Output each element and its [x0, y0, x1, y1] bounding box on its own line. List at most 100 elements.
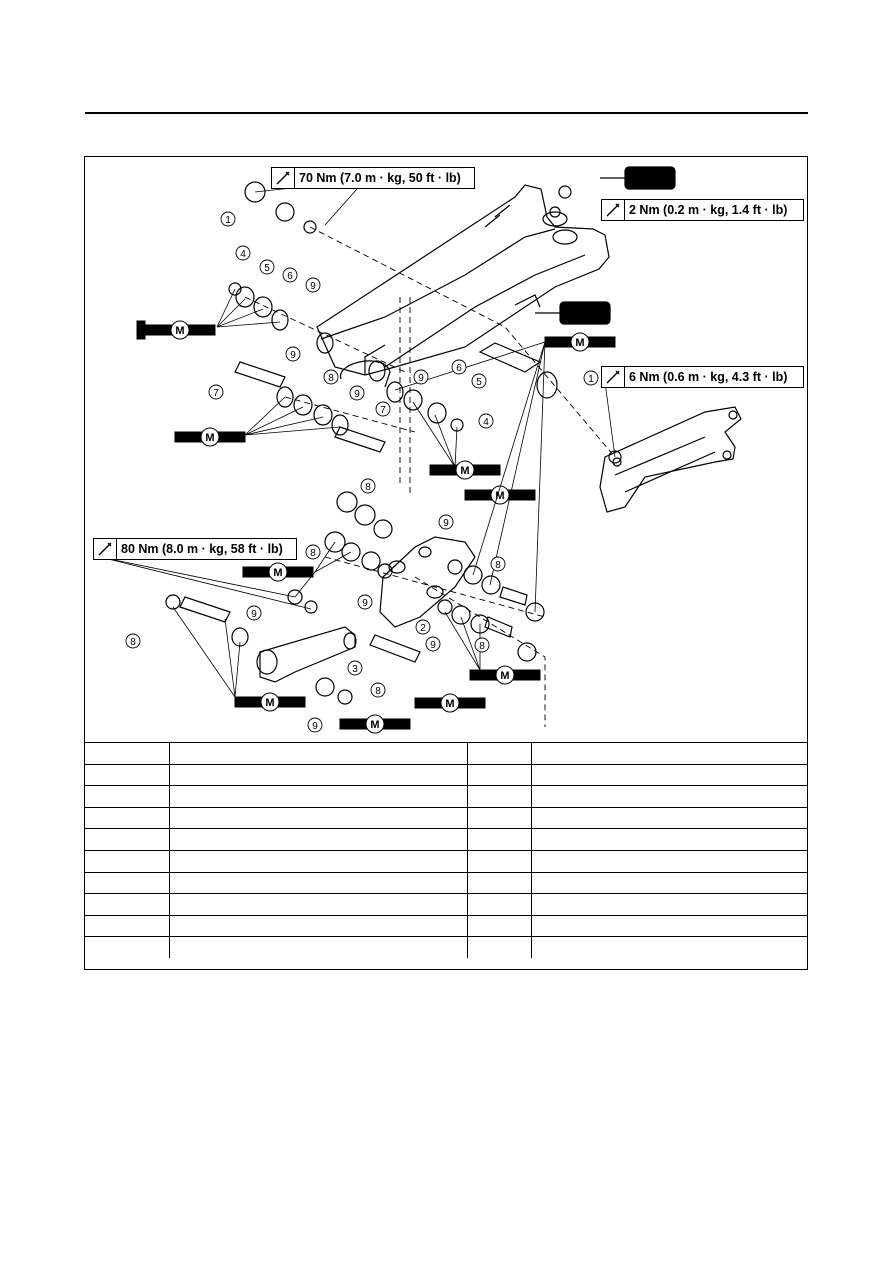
table-cell	[85, 849, 170, 873]
table-row	[85, 828, 807, 851]
table-cell	[168, 849, 468, 873]
svg-text:8: 8	[495, 560, 501, 571]
table-cell	[466, 871, 532, 895]
svg-text:4: 4	[483, 417, 489, 428]
callout-1: 1	[225, 215, 231, 226]
table-row	[85, 806, 807, 830]
svg-text:9: 9	[430, 640, 436, 651]
table-cell	[168, 871, 468, 895]
svg-text:9: 9	[362, 598, 368, 609]
table-cell	[466, 785, 532, 808]
torque-label-70nm: 70 Nm (7.0 m · kg, 50 ft · lb)	[271, 167, 475, 189]
torque-value: 80 Nm (8.0 m · kg, 58 ft · lb)	[121, 542, 283, 556]
swingarm-exploded-diagram: M M M M M M M	[99, 166, 742, 734]
table-cell	[168, 742, 468, 765]
svg-text:M: M	[370, 719, 379, 731]
table-cell	[85, 785, 170, 808]
table-cell	[168, 785, 468, 808]
svg-text:9: 9	[354, 389, 360, 400]
torque-label-80nm: 80 Nm (8.0 m · kg, 58 ft · lb)	[93, 538, 297, 560]
svg-text:8: 8	[328, 373, 334, 384]
grease-symbols: M M M M M M M	[136, 320, 616, 734]
table-cell	[466, 742, 532, 765]
torque-value: 6 Nm (0.6 m · kg, 4.3 ft · lb)	[629, 370, 788, 384]
table-row	[85, 763, 807, 787]
torque-label-6nm: 6 Nm (0.6 m · kg, 4.3 ft · lb)	[601, 366, 804, 388]
table-cell	[530, 828, 807, 851]
table-cell	[168, 914, 468, 938]
svg-text:7: 7	[380, 405, 386, 416]
svg-text:9: 9	[251, 609, 257, 620]
svg-text:9: 9	[418, 373, 424, 384]
torque-wrench-icon	[602, 200, 625, 220]
svg-text:9: 9	[310, 281, 316, 292]
svg-text:M: M	[495, 490, 504, 502]
svg-text:M: M	[175, 325, 184, 337]
table-cell	[530, 785, 807, 808]
table-cell	[85, 936, 170, 959]
svg-text:2: 2	[420, 623, 426, 634]
connecting-rod	[256, 626, 357, 683]
torque-label-2nm: 2 Nm (0.2 m · kg, 1.4 ft · lb)	[601, 199, 804, 221]
svg-text:3: 3	[352, 664, 358, 675]
table-cell	[85, 828, 170, 851]
svg-text:8: 8	[365, 482, 371, 493]
torque-wrench-icon	[272, 168, 295, 188]
torque-wrench-icon	[94, 539, 117, 559]
table-cell	[530, 742, 807, 765]
torque-value: 2 Nm (0.2 m · kg, 1.4 ft · lb)	[629, 203, 788, 217]
svg-text:M: M	[575, 337, 584, 349]
table-cell	[530, 936, 807, 959]
svg-text:9: 9	[443, 518, 449, 529]
svg-text:M: M	[500, 670, 509, 682]
table-cell	[466, 936, 532, 959]
table-row	[85, 785, 807, 808]
parts-table	[85, 742, 807, 959]
svg-text:8: 8	[375, 686, 381, 697]
svg-text:M: M	[445, 698, 454, 710]
header-rule	[85, 112, 808, 114]
table-cell	[530, 914, 807, 938]
table-cell	[530, 893, 807, 916]
svg-text:1: 1	[588, 374, 594, 385]
figure-frame	[84, 156, 808, 970]
leader-lines	[99, 179, 616, 698]
bolts-collars	[165, 181, 622, 705]
svg-text:7: 7	[213, 388, 219, 399]
table-cell	[530, 849, 807, 873]
svg-text:M: M	[205, 432, 214, 444]
threadlock-symbols	[535, 166, 676, 325]
alignment-lines	[244, 226, 616, 727]
svg-text:M: M	[460, 465, 469, 477]
torque-wrench-icon	[602, 367, 625, 387]
table-cell	[466, 763, 532, 787]
table-cell	[168, 806, 468, 830]
svg-text:8: 8	[130, 637, 136, 648]
table-cell	[466, 828, 532, 851]
table-cell	[168, 936, 468, 959]
swingarm-body	[316, 184, 610, 388]
table-row	[85, 742, 807, 765]
svg-text:M: M	[265, 697, 274, 709]
svg-text:5: 5	[476, 377, 482, 388]
torque-value: 70 Nm (7.0 m · kg, 50 ft · lb)	[299, 171, 461, 185]
table-cell	[85, 871, 170, 895]
table-cell	[168, 828, 468, 851]
table-cell	[530, 871, 807, 895]
svg-text:9: 9	[312, 721, 318, 732]
brake-bracket	[599, 406, 742, 513]
svg-text:8: 8	[310, 548, 316, 559]
svg-text:6: 6	[287, 271, 293, 282]
table-row	[85, 936, 807, 959]
relay-arm	[379, 536, 476, 628]
table-cell	[168, 763, 468, 787]
table-cell	[466, 893, 532, 916]
table-row	[85, 914, 807, 938]
table-row	[85, 893, 807, 916]
table-cell	[466, 849, 532, 873]
table-cell	[85, 763, 170, 787]
svg-text:9: 9	[290, 350, 296, 361]
table-cell	[85, 806, 170, 830]
table-cell	[466, 806, 532, 830]
svg-text:4: 4	[240, 249, 246, 260]
